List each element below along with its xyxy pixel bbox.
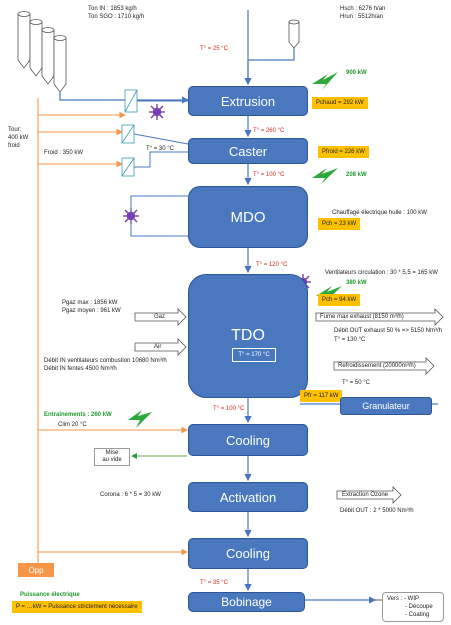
process-tdo[interactable]: TDO bbox=[188, 274, 308, 398]
process-activation[interactable]: Activation bbox=[188, 482, 308, 512]
mdo-chauffage: Chauffage électrique huile : 100 kW bbox=[332, 210, 427, 216]
activation-extraction: Extraction Ozone bbox=[342, 492, 389, 498]
ton-sgo-label: Ton SGO : 1710 kg/h bbox=[88, 14, 145, 20]
corona-label: Corona : 6 * 5 = 30 kW bbox=[100, 492, 161, 498]
process-cooling-1[interactable]: Cooling bbox=[188, 424, 308, 456]
air-input-label: Air bbox=[154, 344, 162, 350]
tdo-debit-out: Débit OUT exhaust 50 % => 5150 Nm³/h bbox=[334, 328, 442, 334]
tdo-fume-exhaust: Fume max exhaust (8150 m³/h) bbox=[320, 314, 404, 320]
legend-power-box: P = …kW = Puissance strictement nécessai… bbox=[12, 601, 142, 613]
vers-box: Vers : - WIP - Découpe - Coating bbox=[382, 592, 444, 622]
process-granulateur[interactable]: Granulateur bbox=[340, 397, 432, 415]
froid-label: Froid : 350 kW bbox=[44, 150, 84, 156]
tdo-debit-fentes: Débit IN fentes 4500 Nm³/h bbox=[44, 366, 117, 372]
tdo-debit-vent: Débit IN ventilateurs combustion 10680 N… bbox=[44, 358, 167, 364]
legend-title: Puissance électrique bbox=[20, 592, 80, 598]
power-extrusion: 900 kW bbox=[346, 70, 367, 76]
fan-icon bbox=[149, 104, 165, 120]
tdo-refroidissement: Refroidissement (20000m³/h) bbox=[338, 363, 416, 369]
vers-decoupe: - Découpe bbox=[405, 604, 433, 610]
gaz-input-label: Gaz bbox=[154, 314, 166, 320]
power-box-mdo: Pch = 23 kW bbox=[318, 218, 361, 230]
process-bobinage[interactable]: Bobinage bbox=[188, 592, 305, 612]
ton-in-label: Ton IN : 1853 kg/h bbox=[88, 6, 137, 12]
power-caster: 208 kW bbox=[346, 172, 367, 178]
activation-debit-out: Débit OUT : 2 * 5000 Nm³/h bbox=[340, 508, 414, 514]
vers-title: Vers : - WIP bbox=[387, 596, 420, 602]
temp-caster-cool: T° = 30 °C bbox=[146, 146, 174, 152]
tour-power: 400 kW bbox=[8, 135, 29, 141]
temp-extrusion-in: T° = 25 °C bbox=[200, 46, 228, 52]
process-extrusion[interactable]: Extrusion bbox=[188, 86, 308, 116]
power-tdo: 380 kW bbox=[346, 280, 367, 286]
process-cooling-2[interactable]: Cooling bbox=[188, 538, 308, 569]
tour-froid: froid bbox=[8, 143, 20, 149]
temp-caster-in: T° = 260 °C bbox=[253, 128, 285, 134]
temp-tdo-inside: T° = 170 °C bbox=[232, 348, 276, 362]
power-box-caster: Pfroid = 226 kW bbox=[318, 146, 369, 158]
fan-icon bbox=[123, 208, 139, 224]
tdo-pgaz-moyen: Pgaz moyen : 961 kW bbox=[62, 308, 121, 314]
power-box-extrusion: Pchaud = 292 kW bbox=[312, 97, 368, 109]
tour-label: Tour: bbox=[8, 127, 22, 133]
silo-icon bbox=[17, 11, 67, 93]
power-box-tdo: Pch = 94 kW bbox=[318, 294, 361, 306]
tdo-pgaz-max: Pgaz max : 1856 kW bbox=[62, 300, 118, 306]
temp-mdo-in: T° = 100 °C bbox=[253, 172, 285, 178]
mise-line2: au vide bbox=[102, 457, 122, 463]
mise-line1: Mise bbox=[105, 450, 119, 456]
vers-coating: - Coating bbox=[405, 612, 430, 618]
tdo-t-refroid: T° = 50 °C bbox=[342, 380, 370, 386]
temp-cooling-in: T° = 100 °C bbox=[213, 406, 245, 412]
clim-label: Clim 20 °C bbox=[58, 422, 87, 428]
temp-tdo-in: T° = 120 °C bbox=[256, 262, 288, 268]
process-caster[interactable]: Caster bbox=[188, 138, 308, 164]
opp-box: Opp bbox=[18, 563, 54, 577]
process-mdo[interactable]: MDO bbox=[188, 186, 308, 248]
temp-bobinage-in: T° = 35 °C bbox=[200, 580, 228, 586]
mise-au-vide-box: Mise au vide bbox=[94, 448, 130, 466]
hrun-label: Hrun : 5512h/an bbox=[340, 14, 384, 20]
power-box-tdo-cool: Pfr = 117 kW bbox=[300, 390, 343, 402]
tdo-ventilateurs: Ventilateurs circulation : 30 * 5,5 = 16… bbox=[325, 270, 438, 276]
silo-icon bbox=[288, 19, 300, 49]
power-entrainements: Entraînements : 260 kW bbox=[44, 412, 112, 418]
tdo-t-exhaust: T° = 130 °C bbox=[334, 337, 366, 343]
hsch-label: Hsch : 6276 h/an bbox=[340, 6, 386, 12]
